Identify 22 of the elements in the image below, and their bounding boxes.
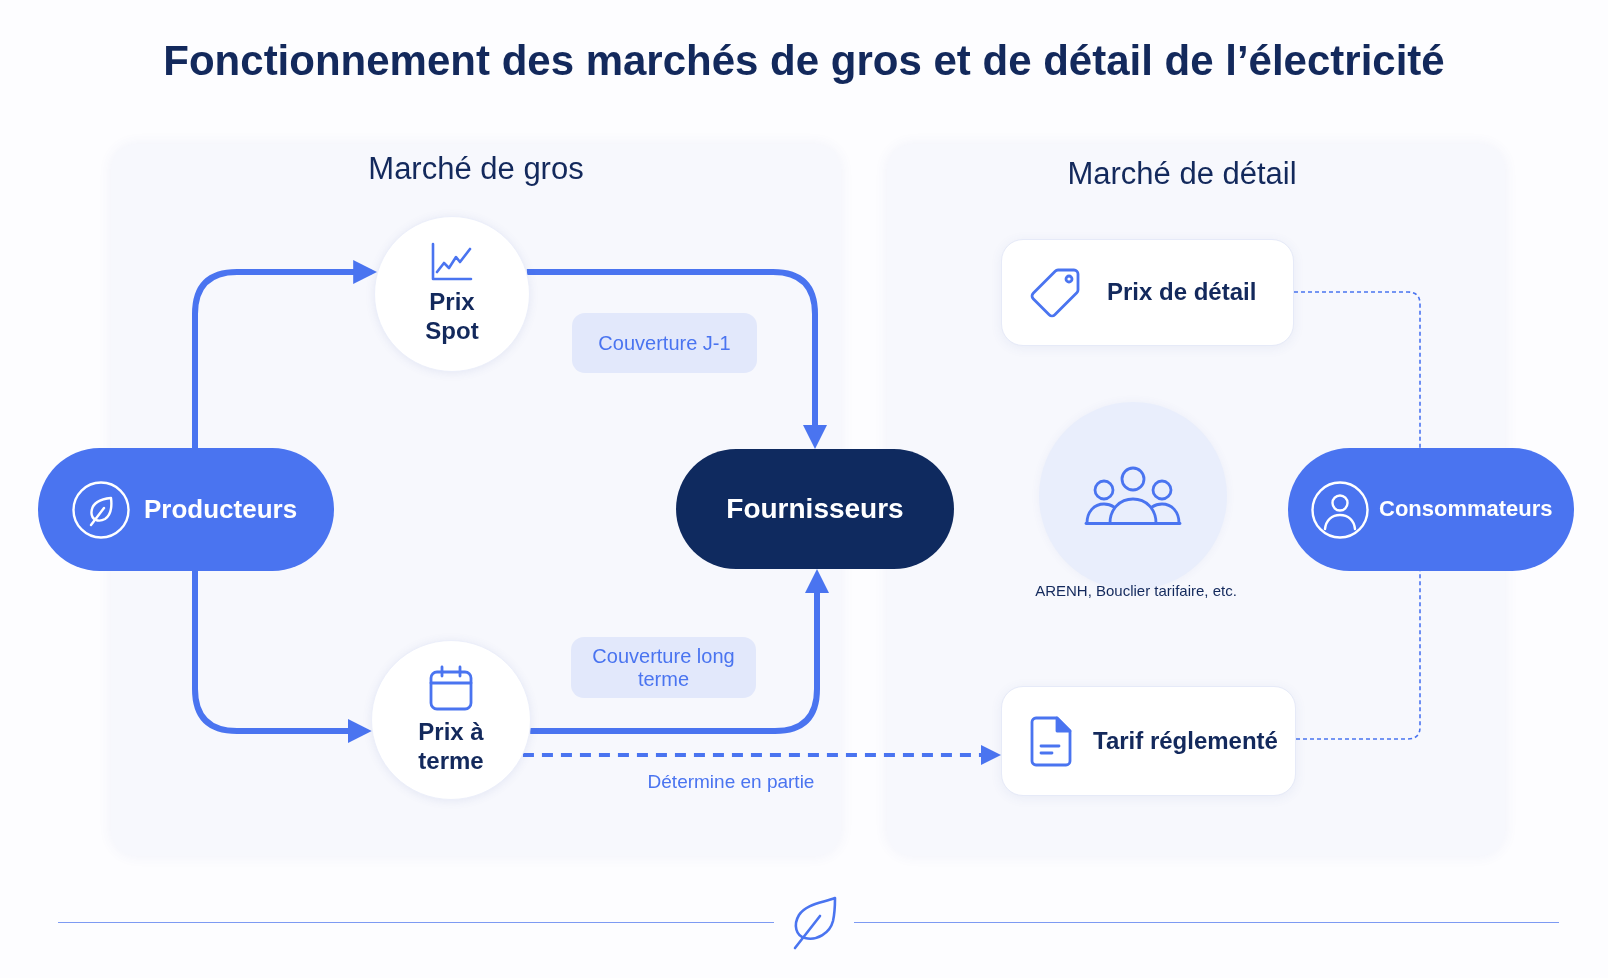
diagram-title: Fonctionnement des marchés de gros et de détail de l’électricité	[163, 38, 1445, 85]
node-label: Tarif réglementé	[1093, 726, 1278, 756]
edge-label: Détermine en partie	[646, 770, 816, 794]
panel-title: Marché de détail	[1067, 156, 1297, 192]
node-label: Prix de détail	[1107, 278, 1257, 307]
price-card	[1001, 239, 1294, 346]
node-label: Prix Spot	[424, 288, 480, 346]
edge-label: Couverture long terme	[571, 637, 756, 698]
arrow	[526, 269, 827, 449]
node-label: Prix à terme	[417, 718, 485, 776]
arrow	[530, 569, 829, 734]
tariff-card	[1001, 686, 1296, 796]
node-label: Consommateurs	[1379, 496, 1553, 523]
arrow	[192, 260, 378, 448]
circle-caption: ARENH, Bouclier tarifaire, etc.	[1035, 582, 1237, 600]
dotted-line	[1293, 291, 1421, 449]
panel-title: Marché de gros	[368, 151, 584, 187]
node-label: Fournisseurs	[726, 492, 904, 526]
arrow	[192, 571, 372, 743]
node-label: Producteurs	[144, 493, 298, 526]
dashed-arrow	[522, 745, 1001, 765]
edge-label: Couverture J-1	[572, 313, 757, 373]
